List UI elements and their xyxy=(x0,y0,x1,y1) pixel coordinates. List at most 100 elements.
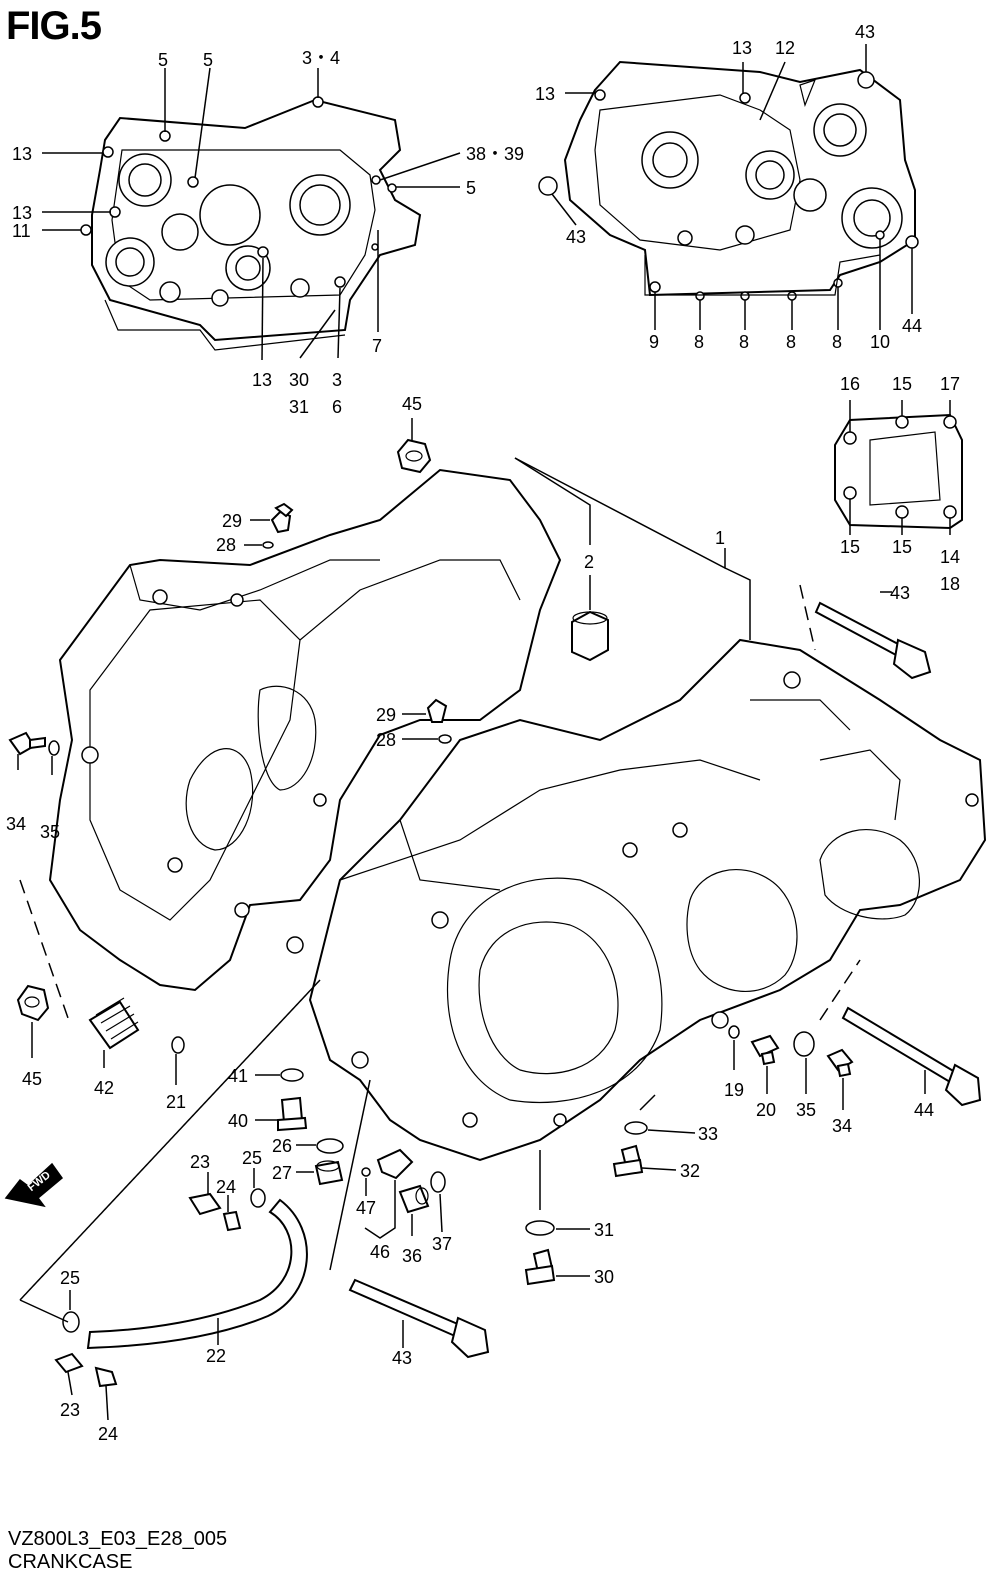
callout: 29 xyxy=(222,511,242,531)
washer-37 xyxy=(430,1171,446,1193)
callout: 15 xyxy=(840,537,860,557)
callout: 18 xyxy=(940,574,960,594)
callout: 23 xyxy=(60,1400,80,1420)
o-ring-28-top xyxy=(262,541,274,549)
callout: 43 xyxy=(890,583,910,603)
diagram-code: VZ800L3_E03_E28_005 xyxy=(8,1528,228,1550)
callout: 14 xyxy=(940,547,960,567)
callout: 17 xyxy=(940,374,960,394)
bolt-43-lower xyxy=(348,1278,490,1359)
callout: 9 xyxy=(649,332,659,352)
callout: 32 xyxy=(680,1161,700,1181)
sensor-29-mid xyxy=(426,698,448,723)
o-ring-25-top xyxy=(250,1188,266,1208)
callout: 23 xyxy=(190,1152,210,1172)
sensor-29-top xyxy=(270,502,294,534)
leader-lines xyxy=(17,44,951,1421)
callout: 15 xyxy=(892,537,912,557)
callout: 34 xyxy=(832,1116,852,1136)
plug-27 xyxy=(314,1160,344,1186)
callout: 44 xyxy=(914,1100,934,1120)
callout: 26 xyxy=(272,1136,292,1156)
nut-45-top xyxy=(396,438,432,474)
nut-45-bottom xyxy=(16,984,50,1022)
callout: 28 xyxy=(216,535,236,555)
callout: 13 xyxy=(535,84,555,104)
callout: 44 xyxy=(902,316,922,336)
callout: 5 xyxy=(203,50,213,70)
hose-22 xyxy=(86,1198,308,1350)
callout: 13 xyxy=(12,144,32,164)
clamp-23-top xyxy=(188,1192,222,1216)
washer-35-left xyxy=(48,740,60,756)
clamp-23-bottom xyxy=(54,1352,84,1374)
bolt-40 xyxy=(277,1096,308,1132)
plug-42 xyxy=(88,997,140,1050)
bolt-44 xyxy=(841,1006,982,1107)
callout: 37 xyxy=(432,1234,452,1254)
nozzle-20 xyxy=(750,1034,780,1066)
callout: 11 xyxy=(12,221,31,241)
bolt-24-bottom xyxy=(94,1366,118,1388)
callout: 42 xyxy=(94,1078,114,1098)
bolt-24-top xyxy=(222,1210,242,1232)
crankcase-right-half-view xyxy=(538,60,919,301)
callout: 3 xyxy=(332,370,342,390)
cover-plate-view xyxy=(834,413,963,530)
o-ring-21 xyxy=(171,1036,185,1054)
callout: 34 xyxy=(6,814,26,834)
crankcase-main-assembly xyxy=(48,468,987,1162)
callout: 28 xyxy=(376,730,396,750)
fwd-arrow-icon: FWD xyxy=(4,1162,64,1208)
callout: 19 xyxy=(724,1080,744,1100)
callout: 25 xyxy=(242,1148,262,1168)
o-ring-28-mid xyxy=(438,734,452,744)
callout: 16 xyxy=(840,374,860,394)
figure-title: FIG.5 xyxy=(6,4,102,48)
callout-labels: 5 5 3・4 13 38・39 5 13 11 7 13 30 31 3 6 … xyxy=(6,22,960,1444)
callout: 13 xyxy=(252,370,272,390)
callout: 3・4 xyxy=(302,48,340,68)
callout: 41 xyxy=(228,1066,248,1086)
screw-47 xyxy=(361,1167,371,1177)
callout: 13 xyxy=(732,38,752,58)
callout: 45 xyxy=(22,1069,42,1089)
callout: 12 xyxy=(775,38,795,58)
callout: 45 xyxy=(402,394,422,414)
callout: 27 xyxy=(272,1163,292,1183)
washer-26 xyxy=(316,1138,344,1154)
crankcase-left-half-view xyxy=(80,96,422,351)
diagram-name: CRANKCASE xyxy=(8,1551,133,1573)
bolt-34-right xyxy=(826,1048,854,1078)
callout: 6 xyxy=(332,397,342,417)
callout: 22 xyxy=(206,1346,226,1366)
callout: 35 xyxy=(40,822,60,842)
callout: 36 xyxy=(402,1246,422,1266)
callout: 43 xyxy=(855,22,875,42)
callout: 10 xyxy=(870,332,890,352)
washer-33 xyxy=(624,1121,648,1135)
callout: 20 xyxy=(756,1100,776,1120)
callout: 31 xyxy=(594,1220,614,1240)
callout: 31 xyxy=(289,397,309,417)
bolt-43-upper xyxy=(814,601,932,680)
callout: 40 xyxy=(228,1111,248,1131)
washer-35-right xyxy=(793,1031,815,1057)
callout: 8 xyxy=(832,332,842,352)
switch-46 xyxy=(376,1148,414,1180)
callout: 5 xyxy=(158,50,168,70)
bolt-32 xyxy=(612,1144,644,1178)
callout: 33 xyxy=(698,1124,718,1144)
callout: 21 xyxy=(166,1092,186,1112)
callout: 29 xyxy=(376,705,396,725)
callout: 7 xyxy=(372,336,382,356)
callout: 8 xyxy=(786,332,796,352)
callout: 13 xyxy=(12,203,32,223)
washer-41 xyxy=(280,1068,304,1082)
dowel-pin-2 xyxy=(571,610,609,662)
o-ring-19 xyxy=(728,1025,740,1039)
callout: 15 xyxy=(892,374,912,394)
callout: 43 xyxy=(392,1348,412,1368)
